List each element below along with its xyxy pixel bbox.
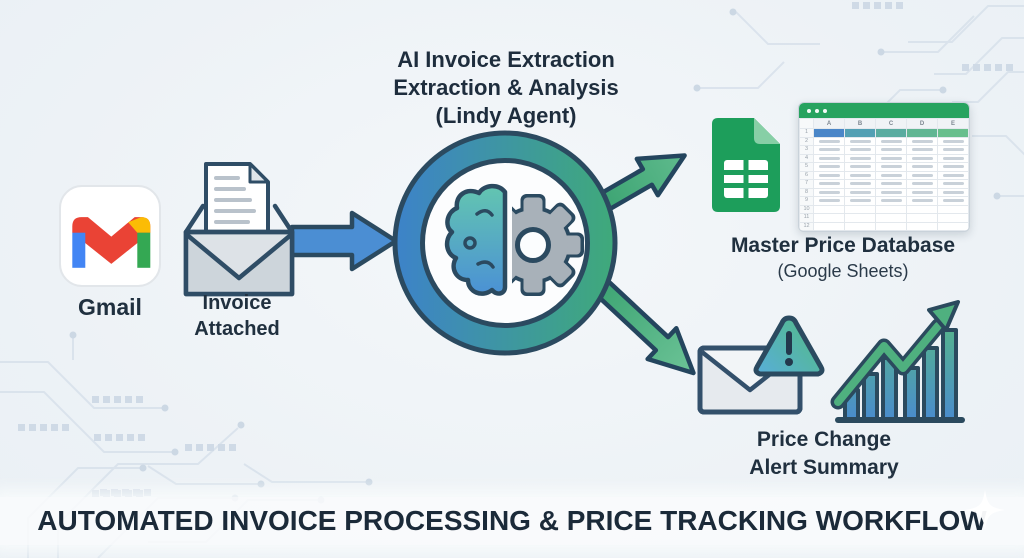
agent-title-line: Extraction & Analysis: [393, 75, 619, 100]
gmail-label: Gmail: [78, 294, 142, 320]
gmail-icon: [59, 185, 161, 287]
spreadsheet-titlebar: [799, 103, 969, 118]
agent-circle-icon: [392, 130, 618, 356]
database-label: Master Price Database (Google Sheets): [714, 234, 972, 282]
agent-title: AI Invoice Extraction Extraction & Analy…: [350, 46, 662, 130]
window-dot: [815, 108, 819, 113]
window-dot: [823, 108, 827, 113]
sparkle-icon: [965, 490, 1005, 530]
invoice-envelope-icon: [183, 162, 295, 297]
database-subtitle: (Google Sheets): [777, 261, 909, 281]
brain-icon: [444, 183, 508, 296]
arrow-invoice-to-agent: [289, 210, 399, 272]
window-dot: [807, 108, 811, 113]
alert-envelope-icon: [697, 315, 825, 415]
document-icon: [204, 162, 270, 248]
bar-chart-icon: [830, 300, 965, 423]
gear-icon: [512, 194, 584, 296]
alert-label: Price Change Alert Summary: [749, 428, 899, 479]
warning-triangle-icon: [753, 315, 825, 377]
footer-title: AUTOMATED INVOICE PROCESSING & PRICE TRA…: [37, 505, 987, 536]
footer-band: AUTOMATED INVOICE PROCESSING & PRICE TRA…: [0, 497, 1024, 545]
agent-title-line: AI Invoice Extraction: [397, 47, 615, 72]
agent-title-line: (Lindy Agent): [435, 103, 577, 128]
invoice-label: Invoice Attached: [194, 292, 280, 340]
google-sheets-icon: [712, 118, 780, 212]
database-title: Master Price Database: [730, 234, 956, 257]
